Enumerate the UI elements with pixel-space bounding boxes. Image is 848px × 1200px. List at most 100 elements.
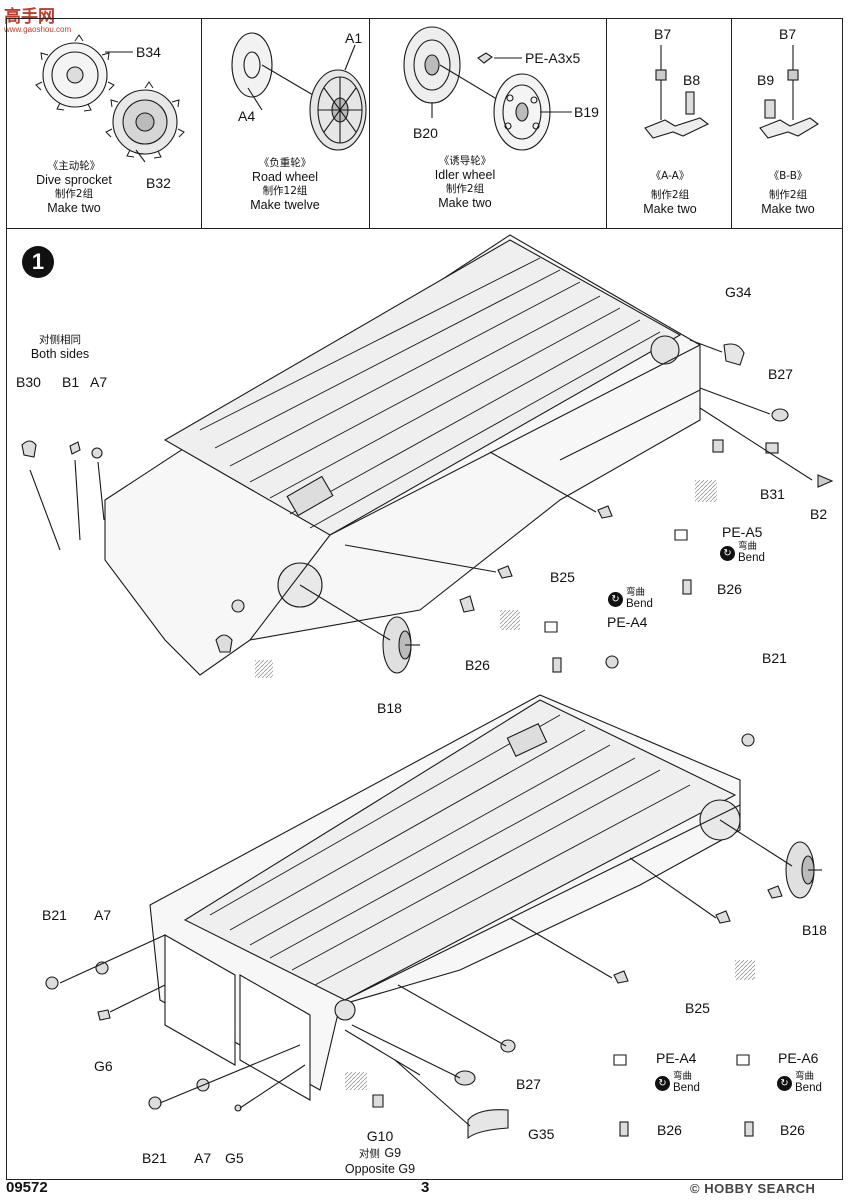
part-label-b8: B8: [683, 72, 701, 88]
part-label-g35: G35: [528, 1126, 555, 1142]
part-label-a7-left: A7: [94, 907, 112, 923]
a-a-assembly-drawing: [644, 45, 710, 139]
part-label-a1: A1: [345, 30, 363, 46]
part-label-g6: G6: [94, 1058, 113, 1074]
qty-en: Make two: [643, 202, 697, 216]
lower-hull-drawing: [45, 655, 822, 1140]
watermark: © HOBBY SEARCH: [690, 1181, 816, 1196]
g10-note: G10 对侧 G9 Opposite G9: [335, 1128, 425, 1177]
bend-cn: 弯曲: [795, 1071, 815, 1082]
part-label-b26-lower-left: B26: [657, 1122, 682, 1138]
page-number: 3: [421, 1179, 430, 1196]
part-label-g5: G5: [225, 1150, 244, 1166]
qty-en: Make two: [438, 196, 492, 210]
part-label-b1: B1: [62, 374, 80, 390]
part-label-b21-upper: B21: [762, 650, 787, 666]
opposite-g9: G9: [384, 1146, 402, 1160]
part-label-b9: B9: [757, 72, 775, 88]
part-label-a7-bottom: A7: [194, 1150, 212, 1166]
bend-en: Bend: [626, 598, 653, 610]
qty-cn: 制作2组: [650, 189, 690, 201]
caption-b-b: 《B-B》 制作2组 Make two: [738, 170, 838, 217]
part-label-b26-upper-b: B26: [465, 657, 490, 673]
part-label-b26-upper-a: B26: [717, 581, 742, 597]
bend-icon: ↻: [655, 1075, 670, 1091]
idler-wheel-drawing: [403, 26, 572, 151]
part-label-a7-upper: A7: [90, 374, 108, 390]
part-label-b25-lower: B25: [685, 1000, 710, 1016]
bend-cn: 弯曲: [738, 541, 758, 552]
part-label-g34: G34: [725, 284, 752, 300]
part-label-b25-upper: B25: [550, 569, 575, 585]
part-label-pe-a4-lower: PE-A4: [656, 1050, 697, 1066]
part-label-b7-a: B7: [654, 26, 672, 42]
qty-en: Make two: [47, 201, 101, 215]
caption-cn: 《A-A》: [650, 170, 690, 182]
opposite-en: Opposite G9: [344, 1162, 416, 1176]
part-label-b18-upper: B18: [377, 700, 402, 716]
upper-hull-drawing: [21, 234, 834, 678]
qty-cn: 制作2组: [768, 189, 808, 201]
both-sides-note: 对侧相同 Both sides: [20, 334, 100, 362]
bend-en: Bend: [738, 552, 765, 564]
b-b-assembly-drawing: [759, 45, 819, 139]
bend-cn: 弯曲: [626, 587, 646, 598]
bend-icon: ↻: [777, 1075, 792, 1091]
road-wheel-drawing: [231, 32, 367, 151]
caption-cn: 《负重轮》: [258, 157, 312, 169]
part-label-b34: B34: [136, 44, 161, 60]
logo-url: www.gaoshou.com: [4, 25, 72, 34]
bend-cn: 弯曲: [673, 1071, 693, 1082]
caption-cn: 《诱导轮》: [438, 155, 492, 167]
part-label-b31: B31: [760, 486, 785, 502]
part-label-b30: B30: [16, 374, 41, 390]
caption-road-wheel: 《负重轮》 Road wheel 制作12组 Make twelve: [215, 157, 355, 213]
drive-sprocket-drawing: [35, 34, 185, 163]
part-label-pe-a5: PE-A5: [722, 524, 763, 540]
part-label-b21-bottom: B21: [142, 1150, 167, 1166]
caption-en: Dive sprocket: [36, 173, 112, 187]
part-label-b27-lower: B27: [516, 1076, 541, 1092]
bend-en: Bend: [673, 1082, 700, 1094]
part-label-b20: B20: [413, 125, 438, 141]
part-label-b32: B32: [146, 175, 171, 191]
product-code: 09572: [6, 1179, 48, 1196]
qty-en: Make two: [761, 202, 815, 216]
qty-cn: 制作12组: [262, 185, 308, 197]
part-label-g10: G10: [366, 1128, 394, 1144]
bend-en: Bend: [795, 1082, 822, 1094]
part-label-b21-left: B21: [42, 907, 67, 923]
caption-drive-sprocket: 《主动轮》 Dive sprocket 制作2组 Make two: [24, 160, 124, 216]
qty-cn: 制作2组: [54, 188, 94, 200]
opposite-cn: 对侧: [358, 1148, 380, 1160]
bend-icon: ↻: [608, 591, 623, 607]
caption-idler-wheel: 《诱导轮》 Idler wheel 制作2组 Make two: [405, 155, 525, 211]
part-label-pe-a4-upper: PE-A4: [607, 614, 648, 630]
qty-en: Make twelve: [250, 198, 320, 212]
both-sides-en: Both sides: [30, 347, 90, 361]
logo-text: 高手网: [4, 7, 55, 26]
qty-cn: 制作2组: [445, 183, 485, 195]
part-label-b26-lower-right: B26: [780, 1122, 805, 1138]
part-label-b2: B2: [810, 506, 828, 522]
part-label-b18-lower: B18: [802, 922, 827, 938]
caption-a-a: 《A-A》 制作2组 Make two: [620, 170, 720, 217]
bend-icon: ↻: [720, 545, 735, 561]
step-frame: [6, 228, 843, 1180]
step-number-badge: 1: [22, 246, 54, 278]
caption-en: Road wheel: [251, 170, 318, 184]
part-label-b19: B19: [574, 104, 599, 120]
part-label-pe-a6: PE-A6: [778, 1050, 819, 1066]
caption-cn: 《主动轮》: [47, 160, 101, 172]
part-label-b27-upper: B27: [768, 366, 793, 382]
part-label-b7-b: B7: [779, 26, 797, 42]
site-logo: 高手网 www.gaoshou.com: [4, 2, 71, 34]
part-label-pe-a3x5: PE-A3x5: [525, 50, 581, 66]
caption-en: Idler wheel: [434, 168, 496, 182]
part-label-a4: A4: [238, 108, 256, 124]
